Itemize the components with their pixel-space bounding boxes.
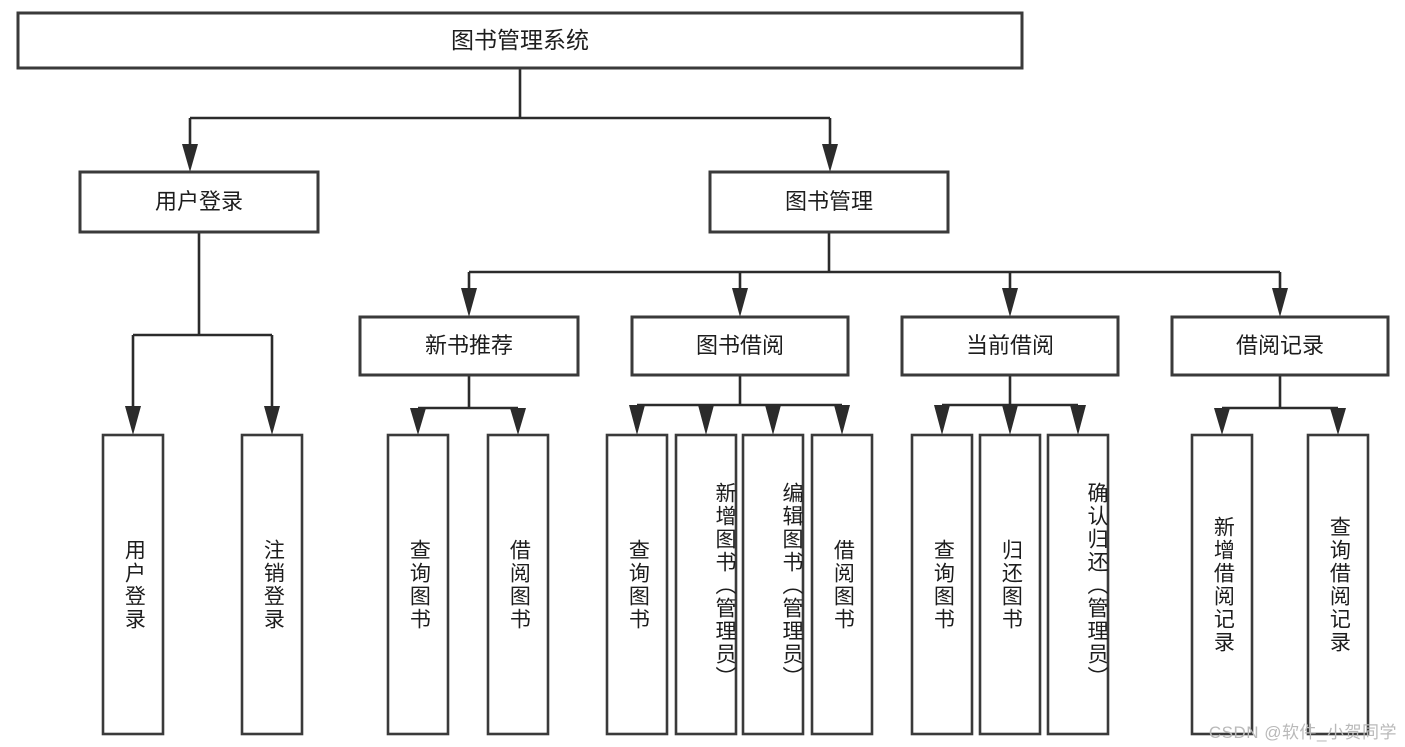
node-current-borrow-label: 当前借阅: [966, 333, 1054, 358]
arrow-head-leaf-query-book-2: [629, 405, 645, 435]
arrow-head-leaf-edit-book: [765, 405, 781, 435]
arrow-head-leaf-query-record: [1330, 408, 1346, 435]
node-user-login-label: 用户登录: [155, 189, 243, 214]
node-borrow-record-label: 借阅记录: [1236, 333, 1324, 358]
connector-group-current-borrow-children: [934, 375, 1086, 435]
connector-group-new-book-recommend-children: [410, 375, 526, 435]
arrow-head-book-borrow: [732, 288, 748, 317]
arrow-head-user-login: [182, 144, 198, 172]
node-leaf-query-book-3-box[interactable]: [910, 433, 974, 736]
node-new-book-recommend-box[interactable]: [358, 315, 580, 377]
node-new-book-recommend[interactable]: 新书推荐: [358, 315, 580, 377]
connector-group-borrow-record-children: [1214, 375, 1346, 435]
arrow-head-leaf-borrow-book-2: [834, 405, 850, 435]
arrow-head-leaf-confirm-return: [1070, 405, 1086, 435]
arrow-head-borrow-record: [1272, 288, 1288, 317]
leaf-boxes: [101, 433, 1370, 736]
arrow-head-leaf-borrow-book-1: [510, 408, 526, 435]
node-leaf-confirm-return-box[interactable]: [1046, 433, 1110, 736]
node-book-borrow[interactable]: 图书借阅: [630, 315, 850, 377]
connector-group-root-to-level2: [182, 68, 838, 172]
node-leaf-user-logout-box[interactable]: [240, 433, 304, 736]
node-borrow-record-box[interactable]: [1170, 315, 1390, 377]
arrow-head-leaf-add-book: [698, 405, 714, 435]
arrow-head-leaf-query-book-3: [934, 405, 950, 435]
node-leaf-borrow-book-2-box[interactable]: [810, 433, 874, 736]
node-root-box[interactable]: [16, 11, 1024, 70]
node-root-label: 图书管理系统: [451, 27, 589, 53]
node-new-book-recommend-label: 新书推荐: [425, 333, 513, 358]
node-leaf-borrow-book-1-box[interactable]: [486, 433, 550, 736]
connector-group-book-manage-children: [461, 232, 1288, 317]
arrow-head-leaf-user-login: [125, 406, 141, 435]
node-leaf-user-login-box[interactable]: [101, 433, 165, 736]
node-leaf-return-book-box[interactable]: [978, 433, 1042, 736]
arrow-head-leaf-query-book-1: [410, 408, 426, 435]
node-book-manage-label: 图书管理: [785, 189, 873, 214]
node-current-borrow-box[interactable]: [900, 315, 1120, 377]
node-user-login[interactable]: 用户登录: [78, 170, 320, 234]
arrow-head-leaf-user-logout: [264, 406, 280, 435]
node-leaf-query-record-box[interactable]: [1306, 433, 1370, 736]
csdn-watermark: CSDN @软件_小贺同学: [1208, 723, 1397, 742]
arrow-head-leaf-add-record: [1214, 408, 1230, 435]
node-leaf-add-book-box[interactable]: [674, 433, 738, 736]
connector-group-user-login-children: [125, 232, 280, 435]
node-book-manage[interactable]: 图书管理: [708, 170, 950, 234]
arrow-head-book-manage: [822, 144, 838, 172]
node-current-borrow[interactable]: 当前借阅: [900, 315, 1120, 377]
arrow-head-leaf-return-book: [1002, 405, 1018, 435]
arrow-head-new-book-recommend: [461, 288, 477, 317]
node-root[interactable]: 图书管理系统: [16, 11, 1024, 70]
node-book-borrow-label: 图书借阅: [696, 333, 784, 358]
node-leaf-query-book-2-box[interactable]: [605, 433, 669, 736]
node-user-login-box[interactable]: [78, 170, 320, 234]
node-book-manage-box[interactable]: [708, 170, 950, 234]
node-book-borrow-box[interactable]: [630, 315, 850, 377]
connector-group-book-borrow-children: [629, 375, 850, 435]
node-leaf-edit-book-box[interactable]: [741, 433, 805, 736]
node-leaf-query-book-1-box[interactable]: [386, 433, 450, 736]
node-borrow-record[interactable]: 借阅记录: [1170, 315, 1390, 377]
node-leaf-add-record-box[interactable]: [1190, 433, 1254, 736]
arrow-head-current-borrow: [1002, 288, 1018, 317]
